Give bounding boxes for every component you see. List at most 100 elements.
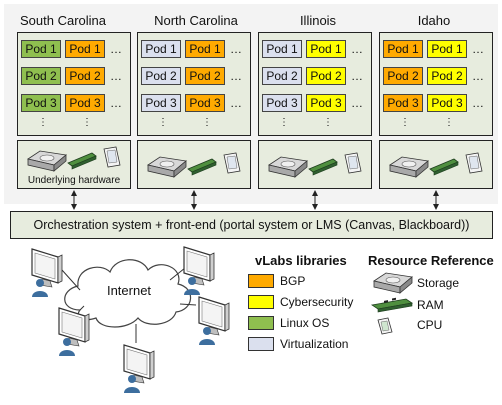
- user-workstation-icon: [31, 248, 63, 297]
- network-link: [79, 305, 85, 311]
- pod-2: Pod 2: [185, 67, 225, 85]
- hardware-icons: [268, 152, 362, 178]
- horizontal-ellipsis: …: [110, 96, 123, 110]
- legend-label-cybersecurity: Cybersecurity: [280, 295, 354, 309]
- network-link: [179, 303, 197, 306]
- vertical-ellipsis: ⋮: [82, 117, 92, 128]
- pod-1: Pod 1: [65, 40, 105, 58]
- horizontal-ellipsis: …: [472, 42, 485, 56]
- site-name-idaho: Idaho: [417, 13, 451, 28]
- pod-2: Pod 2: [262, 67, 302, 85]
- hardware-box-north-carolina: [137, 140, 251, 189]
- ram-icon: [67, 152, 97, 170]
- pod-1: Pod 1: [141, 40, 181, 58]
- pod-2: Pod 2: [141, 67, 181, 85]
- legend-label-virtualization: Virtualization: [280, 337, 349, 351]
- pod-2: Pod 2: [383, 67, 423, 85]
- ram-icon: [429, 158, 459, 176]
- hardware-icons: [27, 146, 121, 172]
- pod-1: Pod 1: [383, 40, 423, 58]
- pod-2: Pod 2: [65, 67, 105, 85]
- legend-swatch-bgp: [248, 274, 274, 288]
- resource-reference-title: Resource Reference: [368, 253, 494, 268]
- pod-3: Pod 3: [65, 94, 105, 112]
- pod-2: Pod 2: [427, 67, 467, 85]
- cpu-icon: [223, 152, 241, 174]
- vlabs-libraries-title: vLabs libraries: [255, 253, 347, 268]
- pod-1: Pod 1: [21, 40, 61, 58]
- cpu-icon: [103, 146, 121, 168]
- user-workstation-icon: [58, 307, 90, 356]
- horizontal-ellipsis: …: [351, 96, 364, 110]
- horizontal-ellipsis: …: [472, 69, 485, 83]
- pod-1: Pod 1: [306, 40, 346, 58]
- internet-label: Internet: [106, 283, 152, 298]
- pod-3: Pod 3: [383, 94, 423, 112]
- storage-icon: [268, 156, 308, 178]
- vertical-ellipsis: ⋮: [323, 117, 333, 128]
- legend-swatch-linux-os: [248, 316, 274, 330]
- cpu-icon: [465, 152, 483, 174]
- horizontal-ellipsis: …: [230, 96, 243, 110]
- storage-icon: [389, 156, 429, 178]
- hardware-box-south-carolina: Underlying hardware: [17, 140, 131, 189]
- pod-3: Pod 3: [141, 94, 181, 112]
- site-name-south-carolina: South Carolina: [20, 13, 106, 28]
- vertical-ellipsis: ⋮: [444, 117, 454, 128]
- hardware-icons: [147, 152, 241, 178]
- horizontal-ellipsis: …: [351, 69, 364, 83]
- horizontal-ellipsis: …: [351, 42, 364, 56]
- storage-icon: [147, 156, 187, 178]
- ram-icon: [308, 158, 338, 176]
- legend-label-bgp: BGP: [280, 274, 306, 288]
- pod-1: Pod 1: [262, 40, 302, 58]
- pod-3: Pod 3: [21, 94, 61, 112]
- resource-label-cpu: CPU: [417, 318, 443, 332]
- horizontal-ellipsis: …: [472, 96, 485, 110]
- legend-swatch-virtualization: [248, 337, 274, 351]
- vertical-ellipsis: ⋮: [38, 117, 48, 128]
- cpu-icon: [377, 317, 393, 335]
- horizontal-ellipsis: …: [110, 42, 123, 56]
- pod-3: Pod 3: [306, 94, 346, 112]
- legend-label-linux-os: Linux OS: [280, 316, 330, 330]
- hardware-icons: [389, 152, 483, 178]
- horizontal-ellipsis: …: [230, 69, 243, 83]
- resource-label-ram: RAM: [417, 298, 444, 312]
- vertical-ellipsis: ⋮: [279, 117, 289, 128]
- storage-icon: [27, 150, 67, 172]
- site-name-illinois: Illinois: [299, 13, 337, 28]
- pod-2: Pod 2: [21, 67, 61, 85]
- ram-icon: [370, 297, 414, 313]
- pod-1: Pod 1: [427, 40, 467, 58]
- network-link: [169, 267, 186, 281]
- user-workstation-icon: [183, 246, 215, 295]
- user-workstation-icon: [198, 296, 230, 345]
- cpu-icon: [344, 152, 362, 174]
- hardware-box-illinois: [258, 140, 372, 189]
- pod-2: Pod 2: [306, 67, 346, 85]
- pod-3: Pod 3: [427, 94, 467, 112]
- ram-icon: [187, 158, 217, 176]
- site-name-north-carolina: North Carolina: [154, 13, 238, 28]
- horizontal-ellipsis: …: [110, 69, 123, 83]
- network-link: [61, 269, 81, 291]
- horizontal-ellipsis: …: [230, 42, 243, 56]
- pod-3: Pod 3: [262, 94, 302, 112]
- vertical-ellipsis: ⋮: [202, 117, 212, 128]
- user-workstation-icon: [123, 344, 155, 393]
- resource-label-storage: Storage: [417, 276, 460, 290]
- orchestration-bar: Orchestration system + front-end (portal…: [10, 211, 493, 239]
- vertical-ellipsis: ⋮: [400, 117, 410, 128]
- pod-3: Pod 3: [185, 94, 225, 112]
- hardware-label: Underlying hardware: [27, 175, 121, 186]
- internet-cloud-icon: [64, 259, 192, 328]
- storage-icon: [373, 272, 413, 294]
